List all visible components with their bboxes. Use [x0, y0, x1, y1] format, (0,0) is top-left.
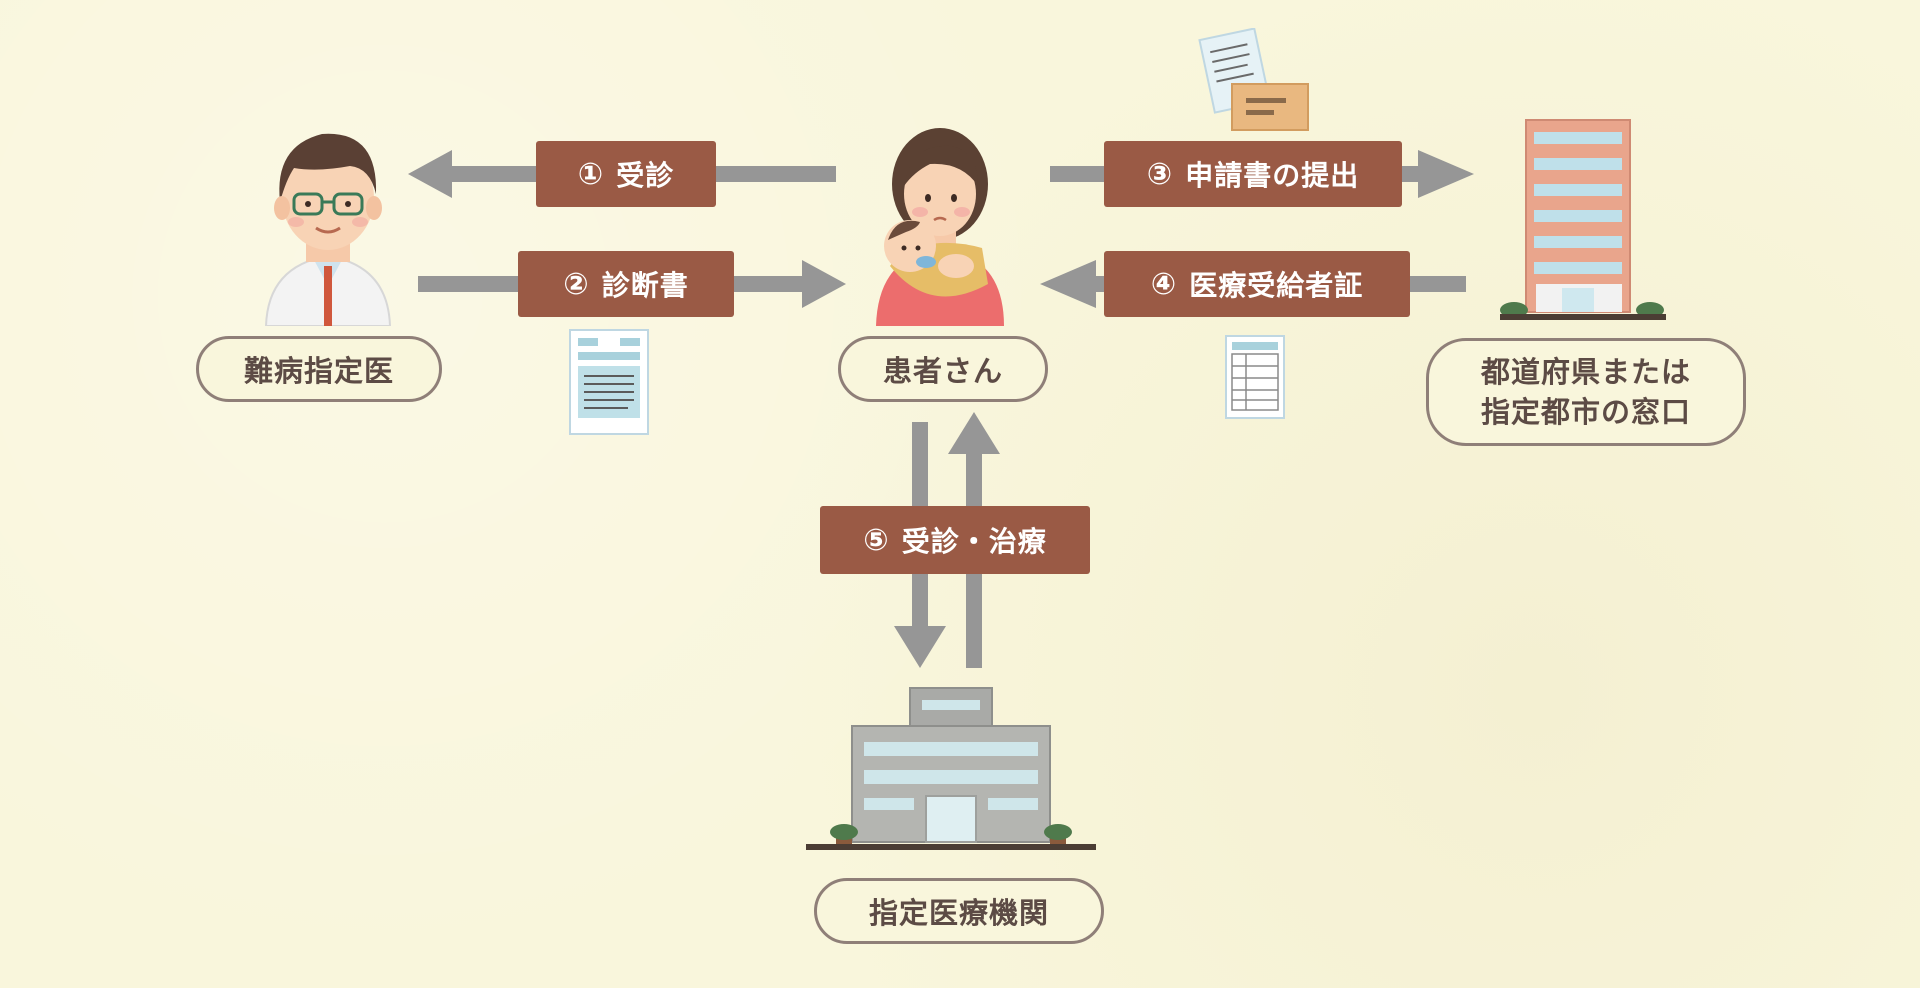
office-caption: 都道府県または 指定都市の窓口 — [1426, 338, 1746, 446]
step-1-badge: ① 受診 — [536, 141, 716, 207]
step-3-label: 申請書の提出 — [1185, 159, 1360, 192]
step-3-badge: ③ 申請書の提出 — [1104, 141, 1402, 207]
recipient-certificate-icon — [1225, 335, 1285, 419]
step-2-number: ② — [563, 266, 590, 302]
office-building-icon — [1500, 119, 1666, 320]
doctor-label: 難病指定医 — [243, 354, 394, 388]
hospital-building-icon — [806, 687, 1096, 850]
doctor-icon — [264, 133, 392, 326]
patient-caption: 患者さん — [838, 336, 1048, 402]
step-4-badge: ④ 医療受給者証 — [1104, 251, 1410, 317]
medical-certificate-icon — [569, 329, 649, 435]
step-5-badge: ⑤ 受診・治療 — [820, 506, 1090, 574]
step-4-label: 医療受給者証 — [1189, 269, 1364, 302]
step-5-number: ⑤ — [863, 522, 890, 558]
patient-label: 患者さん — [882, 354, 1003, 388]
step-2-label: 診断書 — [601, 269, 689, 302]
office-label-line2: 指定都市の窓口 — [1480, 395, 1691, 429]
step-4-number: ④ — [1150, 266, 1178, 302]
step-3-number: ③ — [1146, 156, 1174, 192]
step-5-label: 受診・治療 — [901, 525, 1047, 558]
step-1-label: 受診 — [616, 159, 675, 192]
patient-icon — [876, 128, 1004, 326]
office-label-line1: 都道府県または — [1480, 355, 1691, 389]
hospital-caption: 指定医療機関 — [814, 878, 1104, 944]
step-2-badge: ② 診断書 — [518, 251, 734, 317]
step-1-number: ① — [577, 156, 605, 192]
hospital-label: 指定医療機関 — [868, 896, 1049, 930]
doctor-caption: 難病指定医 — [196, 336, 442, 402]
application-form-icon — [1198, 28, 1309, 131]
